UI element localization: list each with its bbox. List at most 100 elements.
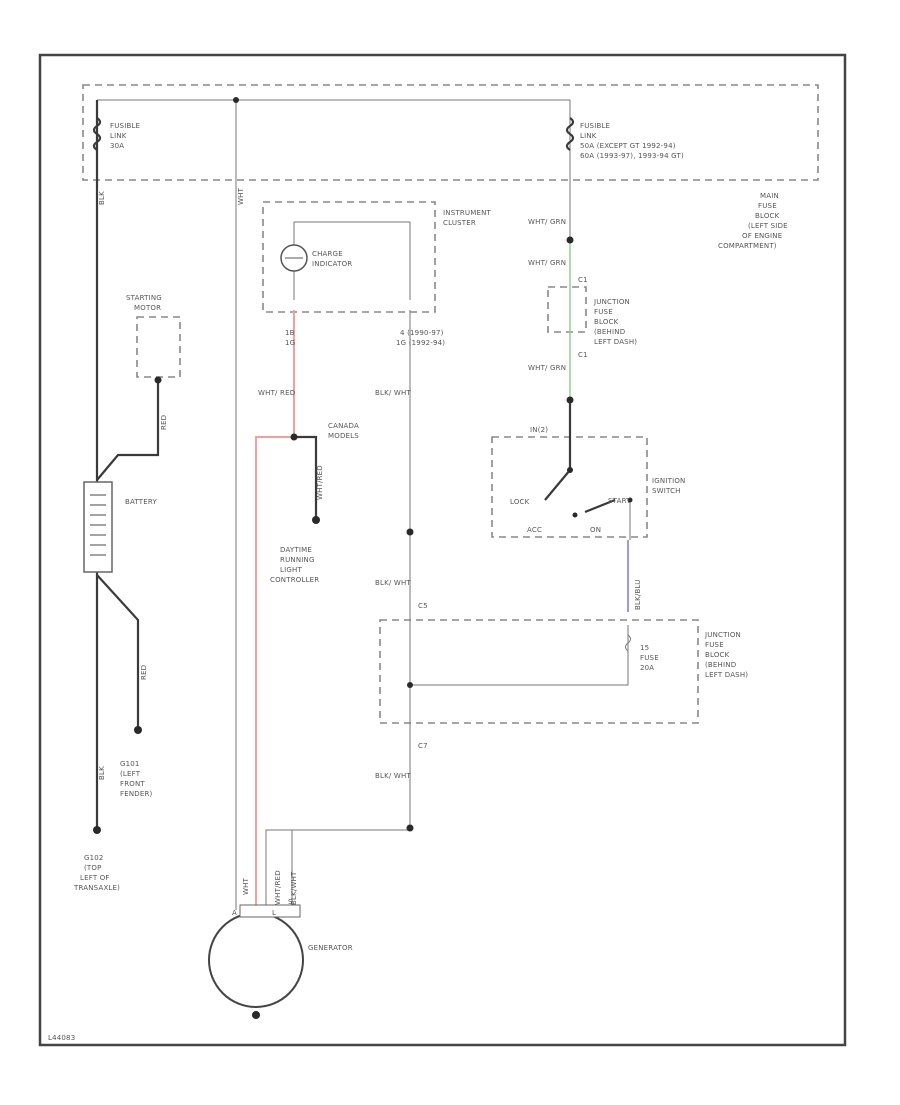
connector-dot xyxy=(406,528,414,536)
svg-text:15: 15 xyxy=(640,644,649,652)
connector-c1-label-2: C1 xyxy=(578,351,588,359)
ignition-switch-label: IGNITION SWITCH LOCK START ACC ON IN(2) xyxy=(510,426,685,534)
ignition-contact-lock xyxy=(544,469,571,501)
svg-text:(LEFT: (LEFT xyxy=(120,770,141,778)
wire-label-gen-blk: BLK/WHT xyxy=(290,871,298,905)
wire-label-blk: BLK xyxy=(98,191,106,205)
connector-c5-label: C5 xyxy=(418,602,428,610)
fusible-link-right-symbol xyxy=(565,117,575,151)
instrument-cluster-label: INSTRUMENT CLUSTER xyxy=(443,209,492,227)
connector-dot xyxy=(566,236,574,244)
g101-label: G101 (LEFT FRONT FENDER) xyxy=(120,760,152,798)
connector-dot xyxy=(312,516,320,524)
fusible-link-left-amps: 30A xyxy=(110,142,124,150)
fusible-link-left-label-2: LINK xyxy=(110,132,127,140)
connector-c1-label: C1 xyxy=(578,276,588,284)
wire-label-wht-grn-1: WHT/ GRN xyxy=(528,218,566,226)
svg-text:ACC: ACC xyxy=(527,526,542,534)
battery-icon xyxy=(83,481,113,573)
svg-text:G102: G102 xyxy=(84,854,104,862)
wire-label-wht: WHT xyxy=(237,187,245,205)
diagram-frame xyxy=(38,53,847,1047)
svg-text:1G (1992-94): 1G (1992-94) xyxy=(396,339,445,347)
wire-label-wht-grn-3: WHT/ GRN xyxy=(528,364,566,372)
svg-text:(TOP: (TOP xyxy=(84,864,102,872)
svg-text:1B: 1B xyxy=(285,329,295,337)
fusible-link-right-label: FUSIBLE xyxy=(580,122,610,130)
fusible-link-right-amps-2: 60A (1993-97), 1993-94 GT) xyxy=(580,152,684,160)
svg-text:TRANSAXLE): TRANSAXLE) xyxy=(73,884,120,892)
wire-label-blk-wht-2: BLK/ WHT xyxy=(375,579,411,587)
wire-label-canada: WHT/RED xyxy=(316,465,324,500)
diagram-code: L44083 xyxy=(48,1034,75,1042)
svg-text:LEFT DASH): LEFT DASH) xyxy=(705,671,748,679)
wht-red-wire-lower xyxy=(255,436,294,910)
svg-text:JUNCTION: JUNCTION xyxy=(593,298,630,306)
ground-wire-g101 xyxy=(96,574,140,730)
battery-label: BATTERY xyxy=(125,498,158,506)
svg-text:MAIN: MAIN xyxy=(760,192,779,200)
junction-block-top-outline xyxy=(547,286,587,333)
svg-text:A: A xyxy=(232,909,237,917)
generator-ground-dot xyxy=(252,1011,260,1019)
starting-motor-outline xyxy=(136,316,181,378)
svg-text:1G: 1G xyxy=(285,339,295,347)
svg-text:INDICATOR: INDICATOR xyxy=(312,260,352,268)
svg-text:FUSE: FUSE xyxy=(705,641,724,649)
wire-label-blk-2: BLK xyxy=(98,766,106,780)
fusible-link-left-label: FUSIBLE xyxy=(110,122,140,130)
ignition-terminal xyxy=(627,497,633,503)
svg-text:FRONT: FRONT xyxy=(120,780,145,788)
svg-text:4 (1990-97): 4 (1990-97) xyxy=(400,329,444,337)
cluster-pin-labels: 1B 1G 4 (1990-97) 1G (1992-94) xyxy=(285,329,445,347)
svg-text:BLOCK: BLOCK xyxy=(705,651,730,659)
svg-text:LEFT OF: LEFT OF xyxy=(80,874,110,882)
g102-label: G102 (TOP LEFT OF TRANSAXLE) xyxy=(73,854,120,892)
junction-block-bottom-label: JUNCTION FUSE BLOCK (BEHIND LEFT DASH) 1… xyxy=(640,631,748,679)
wire-label-gen-wht: WHT xyxy=(242,877,250,895)
fusible-link-left-symbol xyxy=(92,117,102,151)
svg-text:CHARGE: CHARGE xyxy=(312,250,343,258)
svg-text:OF ENGINE: OF ENGINE xyxy=(742,232,782,240)
ignition-terminal xyxy=(572,512,578,518)
wire-label-red: RED xyxy=(160,415,168,430)
charge-indicator-label: CHARGE INDICATOR xyxy=(312,250,352,268)
generator-icon xyxy=(208,912,304,1008)
starting-motor-label: STARTING MOTOR xyxy=(126,294,162,312)
svg-text:START: START xyxy=(608,497,631,505)
main-fuse-block-outline xyxy=(82,84,819,181)
svg-text:FUSE: FUSE xyxy=(594,308,613,316)
svg-text:MODELS: MODELS xyxy=(328,432,359,440)
fusible-link-right-amps: 50A (EXCEPT GT 1992-94) xyxy=(580,142,676,150)
svg-text:STARTING: STARTING xyxy=(126,294,162,302)
generator-connector xyxy=(239,904,301,918)
instrument-cluster-outline xyxy=(262,201,436,313)
splice-dot xyxy=(233,97,239,103)
svg-text:CLUSTER: CLUSTER xyxy=(443,219,476,227)
svg-text:RUNNING: RUNNING xyxy=(280,556,315,564)
svg-text:(LEFT SIDE: (LEFT SIDE xyxy=(748,222,788,230)
junction-block-bottom-outline xyxy=(379,619,699,724)
junction-block-top-label: JUNCTION FUSE BLOCK (BEHIND LEFT DASH) xyxy=(593,298,637,346)
svg-text:LOCK: LOCK xyxy=(510,498,530,506)
fuse-internal-wire xyxy=(410,625,629,686)
ignition-contact-start xyxy=(584,498,616,514)
wire-label-gen-wht-red: WHT/RED xyxy=(274,870,282,905)
svg-text:BLOCK: BLOCK xyxy=(594,318,619,326)
svg-text:MOTOR: MOTOR xyxy=(134,304,161,312)
ground-dot-g102 xyxy=(93,826,101,834)
splice-dot xyxy=(290,433,298,441)
svg-text:INSTRUMENT: INSTRUMENT xyxy=(443,209,492,217)
battery-cells xyxy=(90,494,106,556)
svg-text:L: L xyxy=(272,909,276,917)
svg-text:(BEHIND: (BEHIND xyxy=(594,328,625,336)
svg-text:BLOCK: BLOCK xyxy=(755,212,780,220)
svg-text:20A: 20A xyxy=(640,664,654,672)
ground-dot-g101 xyxy=(134,726,142,734)
wire-label-wht-red: WHT/ RED xyxy=(258,389,295,397)
svg-text:G101: G101 xyxy=(120,760,140,768)
connector-dot xyxy=(154,376,162,384)
svg-text:FUSE: FUSE xyxy=(640,654,659,662)
ignition-pivot xyxy=(567,467,573,473)
